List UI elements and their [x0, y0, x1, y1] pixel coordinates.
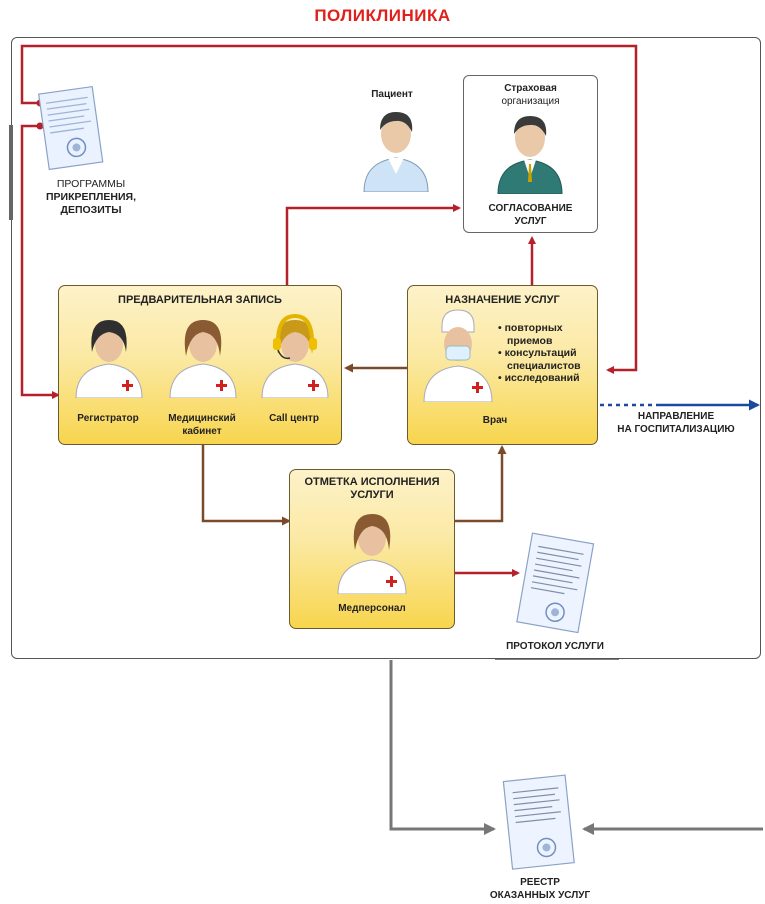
- insurance-line1: Страховая: [504, 83, 557, 94]
- bullet-item: • консультаций: [498, 347, 577, 359]
- insurance-title: Страховая организация: [463, 82, 598, 108]
- registrar-label: Регистратор: [77, 413, 139, 424]
- medcab-line1: Медицинский: [168, 413, 236, 424]
- programs-line1: ПРОГРАММЫ: [56, 178, 126, 190]
- execution-title: ОТМЕТКА ИСПОЛНЕНИЯ УСЛУГИ: [290, 476, 454, 502]
- insurance-agreement-label: СОГЛАСОВАНИЕ УСЛУГ: [463, 202, 598, 228]
- medstaff-label: Медперсонал: [338, 603, 406, 614]
- bullet-item: • повторных: [498, 322, 563, 334]
- page-title: ПОЛИКЛИНИКА: [314, 6, 451, 25]
- patient-label: Пациент: [371, 89, 413, 100]
- bullet-item: приемов: [507, 334, 553, 347]
- preregistration-title: ПРЕДВАРИТЕЛЬНАЯ ЗАПИСЬ: [118, 294, 282, 306]
- medical-cabinet-label: Медицинский кабинет: [160, 412, 244, 438]
- medical-cabinet-icon: [169, 320, 237, 398]
- clinic-frame: [11, 37, 761, 659]
- programs-line2: ПРИКРЕПЛЕНИЯ,: [45, 191, 137, 203]
- bullet-item: • исследований: [498, 372, 580, 384]
- programs-label: ПРОГРАММЫ ПРИКРЕПЛЕНИЯ, ДЕПОЗИТЫ: [36, 178, 146, 217]
- insurance-line2: организация: [501, 96, 560, 107]
- protocol-document-icon: [516, 532, 595, 634]
- call-center-label: Call центр: [269, 413, 319, 424]
- registrar-icon: [75, 320, 143, 398]
- assignment-title: НАЗНАЧЕНИЕ УСЛУГ: [445, 294, 560, 306]
- doctor-label: Врач: [482, 415, 508, 426]
- document-icon: [38, 85, 104, 171]
- assignment-box: НАЗНАЧЕНИЕ УСЛУГ: [407, 285, 598, 445]
- execution-title-line1: ОТМЕТКА ИСПОЛНЕНИЯ: [304, 476, 440, 488]
- hospitalization-label: НАПРАВЛЕНИЕ НА ГОСПИТАЛИЗАЦИЮ: [606, 410, 746, 436]
- hospitalization-line2: НА ГОСПИТАЛИЗАЦИЮ: [617, 424, 735, 435]
- execution-title-line2: УСЛУГИ: [350, 489, 394, 501]
- insurance-bottom2: УСЛУГ: [514, 216, 547, 227]
- registry-document-icon: [502, 774, 575, 870]
- assignment-bullets: • повторных приемов • консультаций специ…: [498, 322, 593, 385]
- call-center-icon: [261, 313, 329, 398]
- registry-label: РЕЕСТР ОКАЗАННЫХ УСЛУГ: [460, 876, 620, 902]
- protocol-label: ПРОТОКОЛ УСЛУГИ: [506, 641, 604, 652]
- registry-line1: РЕЕСТР: [520, 877, 560, 888]
- medcab-line2: кабинет: [182, 426, 222, 437]
- hospitalization-line1: НАПРАВЛЕНИЕ: [637, 411, 715, 422]
- registry-line2: ОКАЗАННЫХ УСЛУГ: [489, 890, 591, 901]
- patient-icon: [363, 112, 429, 192]
- insurance-agent-icon: [497, 116, 563, 194]
- insurance-bottom1: СОГЛАСОВАНИЕ: [488, 203, 573, 214]
- programs-line3: ДЕПОЗИТЫ: [60, 204, 122, 216]
- doctor-icon: [423, 309, 493, 402]
- bullet-item: специалистов: [507, 359, 581, 372]
- medstaff-icon: [337, 514, 407, 594]
